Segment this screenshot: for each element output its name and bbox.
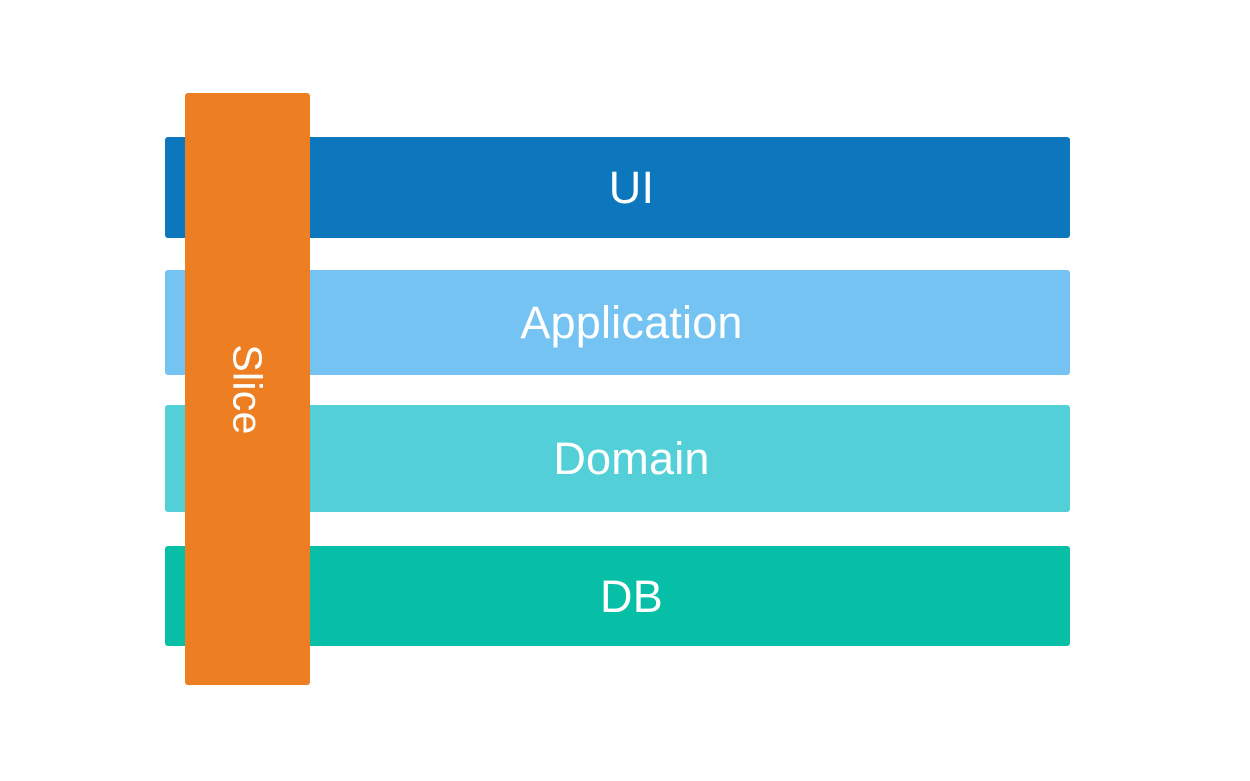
layer-label-domain: Domain: [553, 433, 710, 484]
layer-label-db: DB: [600, 570, 663, 622]
layer-label-ui: UI: [608, 162, 655, 213]
layer-bar-domain: Domain: [165, 405, 1070, 512]
layer-bar-application: Application: [165, 270, 1070, 375]
vertical-slice-label: Slice: [225, 343, 271, 435]
layer-bar-ui: UI: [165, 137, 1070, 238]
layer-bar-db: DB: [165, 546, 1070, 646]
layer-label-application: Application: [520, 297, 743, 348]
vertical-slice-bar: Slice: [185, 93, 310, 685]
